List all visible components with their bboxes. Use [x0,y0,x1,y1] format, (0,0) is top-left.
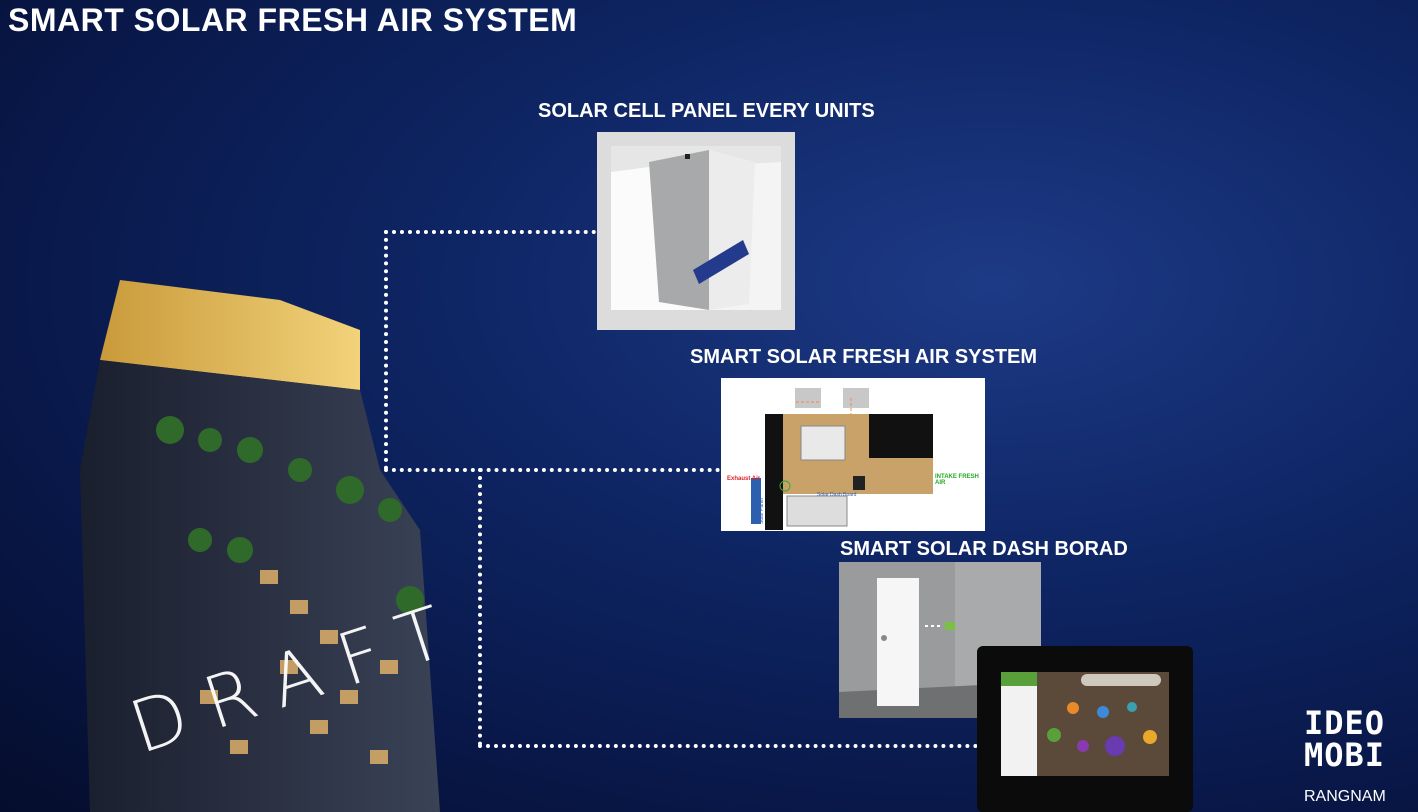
building-illustration [80,280,440,812]
connector-line [384,230,596,234]
intake-air-label: INTAKE FRESH AIR [935,474,979,486]
tablet-screen [1001,672,1169,776]
logo-line2: MOBI [1304,736,1386,774]
solar-panel-label: Solar Panel [758,498,765,524]
connector-line [478,744,978,748]
solar-panel-caption: SOLAR CELL PANEL EVERY UNITS [538,100,875,122]
connector-line [478,468,482,746]
page-title: SMART SOLAR FRESH AIR SYSTEM [8,2,578,38]
motion-icon[interactable] [1143,730,1157,744]
logo-line3: RANGNAM [1304,788,1386,805]
solar-panel-image [597,132,795,330]
logo-line1: IDEO [1304,704,1386,742]
camera-icon[interactable] [1105,736,1125,756]
temperature-icon[interactable] [1127,702,1137,712]
tablet-toolbar [1081,674,1161,686]
tablet-menu-header [1001,672,1037,686]
light-icon[interactable] [1097,706,1109,718]
dash-board-label: Solar Dash Board [817,492,857,498]
floor-plan-image: Exhaust Air INTAKE FRESH AIR Solar Dash … [721,378,985,531]
exhaust-air-label: Exhaust Air [727,476,761,482]
device-icon[interactable] [1067,702,1079,714]
connector-line [384,230,388,470]
dashboard-caption: SMART SOLAR DASH BORAD [840,538,1128,560]
fresh-air-caption: SMART SOLAR FRESH AIR SYSTEM [690,346,1038,368]
lock-icon[interactable] [1077,740,1089,752]
door-icon[interactable] [1047,728,1061,742]
tablet-device [977,646,1193,812]
tablet-menu [1001,672,1037,776]
connector-line [384,468,720,472]
